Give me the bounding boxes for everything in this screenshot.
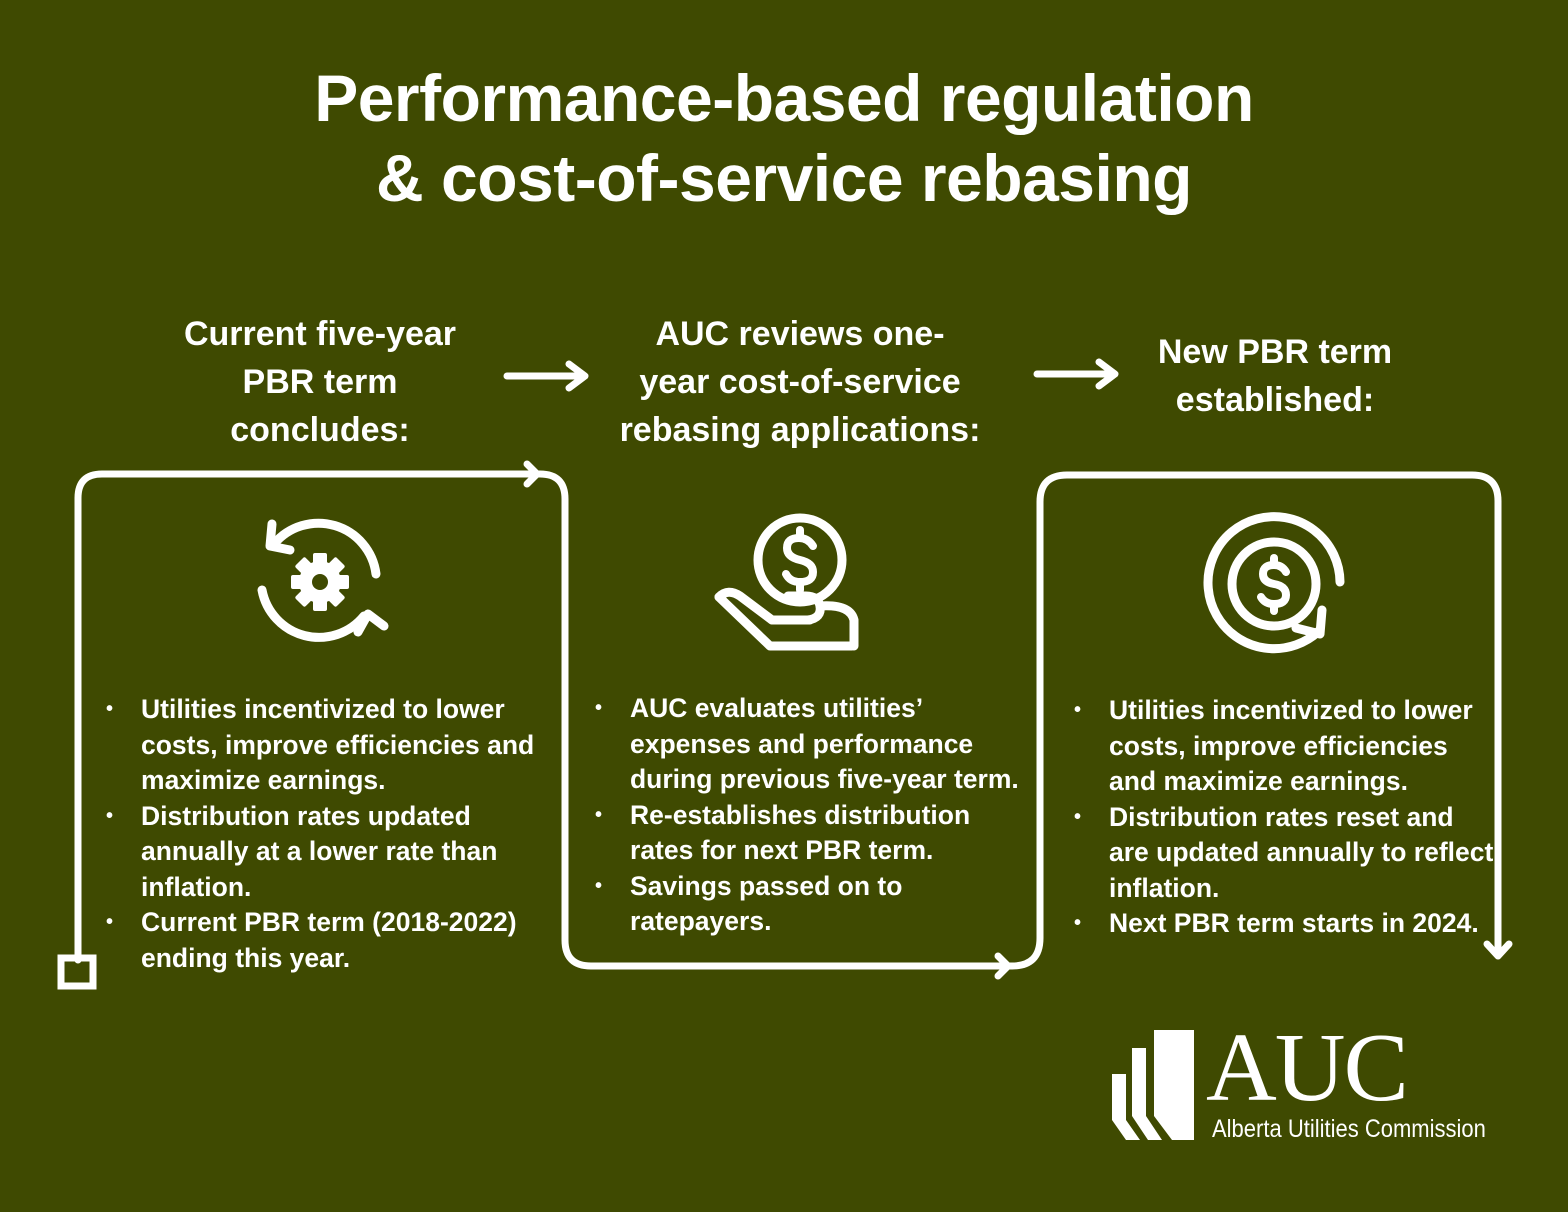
step-2-bullet-list: AUC evaluates utilities’ expenses and pe… xyxy=(595,691,1025,940)
logo-abbreviation: AUC xyxy=(1206,1014,1409,1122)
hand-dollar-coin-icon xyxy=(714,513,859,651)
page-title: Performance-based regulation & cost-of-s… xyxy=(0,58,1568,218)
step-2-heading: AUC reviews one- year cost-of-service re… xyxy=(619,315,981,449)
step-1-bullet-list: Utilities incentivized to lower costs, i… xyxy=(106,692,536,976)
path-start-square xyxy=(57,954,97,990)
list-item: Savings passed on to ratepayers. xyxy=(595,869,1025,940)
arrow-step2-to-step3-head xyxy=(1095,358,1119,390)
path-arrowhead-bottom xyxy=(994,952,1012,980)
title-line-1: Performance-based regulation xyxy=(314,61,1254,135)
auc-logo-mark-icon xyxy=(1112,1030,1194,1140)
arrow-step1-to-step2-head xyxy=(565,360,589,392)
path-arrowhead-end xyxy=(1483,940,1513,960)
title-line-2: & cost-of-service rebasing xyxy=(376,141,1192,215)
list-item: Next PBR term starts in 2024. xyxy=(1074,906,1504,942)
list-item: Utilities incentivized to lower costs, i… xyxy=(106,692,536,799)
step-3-bullet-list: Utilities incentivized to lower costs, i… xyxy=(1074,693,1504,942)
list-item: Re-establishes distribution rates for ne… xyxy=(595,798,1025,869)
step-3-heading: New PBR term established: xyxy=(1157,333,1393,419)
step-1-heading: Current five-year PBR term concludes: xyxy=(183,315,457,449)
list-item: Utilities incentivized to lower costs, i… xyxy=(1074,693,1504,800)
list-item: Distribution rates updated annually at a… xyxy=(106,799,536,906)
path-box-1 xyxy=(74,470,1502,970)
list-item: Current PBR term (2018-2022) ending this… xyxy=(106,905,536,976)
list-item: Distribution rates reset and are updated… xyxy=(1074,800,1504,907)
path-arrowhead-top xyxy=(523,460,541,488)
dollar-cycle-icon xyxy=(1203,512,1345,654)
refresh-gear-icon xyxy=(257,518,389,642)
list-item: AUC evaluates utilities’ expenses and pe… xyxy=(595,691,1025,798)
logo-name: Alberta Utilities Commission xyxy=(1212,1115,1486,1143)
